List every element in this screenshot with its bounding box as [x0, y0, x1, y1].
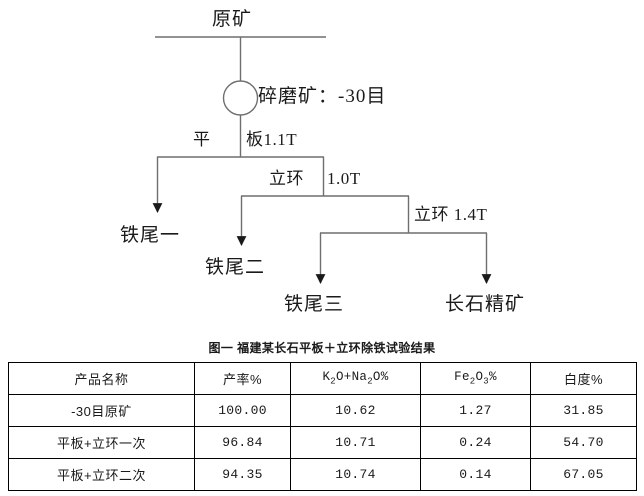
cell-fe2o3: 0.14 — [420, 458, 531, 491]
formula-k-sub: 2 — [330, 376, 336, 387]
node-label-concentrate: 长石精矿 — [445, 294, 526, 315]
formula-o-sub: 3 — [483, 376, 489, 387]
figure-caption: 图一 福建某长石平板＋立环除铁试验结果 — [208, 341, 436, 355]
formula-k: K — [322, 370, 331, 385]
edge-label-ring10-left: 立环 — [269, 169, 304, 188]
cell-fe2o3: 0.24 — [420, 426, 531, 459]
node-label-grinding: 碎磨矿：-30目 — [258, 86, 387, 107]
edge-label-plate-left: 平 — [193, 130, 211, 149]
formula-fe: Fe — [454, 370, 470, 385]
cell-yield: 100.00 — [194, 394, 291, 427]
flowchart-lines — [152, 36, 492, 284]
cell-whiteness: 54.70 — [530, 426, 637, 459]
column-header-product-name: 产品名称 — [8, 362, 195, 395]
node-label-feed: 原矿 — [212, 9, 253, 30]
cell-k2o-na2o: 10.71 — [290, 426, 421, 459]
formula-fe-o: O — [475, 370, 484, 385]
cell-k2o-na2o: 10.62 — [290, 394, 421, 427]
table-row: 平板+立环一次 96.84 10.71 0.24 54.70 — [8, 426, 637, 459]
table-row: 平板+立环二次 94.35 10.74 0.14 67.05 — [8, 458, 637, 491]
node-label-tailing2: 铁尾二 — [205, 257, 266, 278]
cell-fe2o3: 1.27 — [420, 394, 531, 427]
formula-na-sub: 2 — [367, 376, 373, 387]
formula-o-pct: O% — [372, 370, 389, 385]
cell-product-name: 平板+立环二次 — [8, 458, 195, 491]
cell-whiteness: 31.85 — [530, 394, 637, 427]
formula-fe-pct: % — [489, 370, 497, 385]
process-flowchart: 原矿 碎磨矿：-30目 平 板1.1T 立环 1.0T 立环 1.4T 铁尾一 … — [120, 9, 526, 315]
cell-product-name: 平板+立环一次 — [8, 426, 195, 459]
cell-whiteness: 67.05 — [530, 458, 637, 491]
table-row: -30目原矿 100.00 10.62 1.27 31.85 — [8, 394, 637, 427]
cell-yield: 94.35 — [194, 458, 291, 491]
edge-label-ring14: 立环 1.4T — [414, 205, 488, 224]
edge-label-ring10-right: 1.0T — [327, 169, 361, 188]
table-header-row: 产品名称 产率% K2O+Na2O% Fe2O3% 白度% — [8, 362, 637, 395]
formula-o-na: O+Na — [335, 370, 368, 385]
node-label-tailing3: 铁尾三 — [284, 294, 345, 315]
column-header-k2o-na2o: K2O+Na2O% — [290, 362, 421, 395]
formula-fe-sub: 2 — [469, 376, 476, 387]
column-header-yield: 产率% — [194, 362, 291, 395]
test-result-table: 产品名称 产率% K2O+Na2O% Fe2O3% 白度% -30目原矿 100… — [8, 362, 637, 491]
column-header-whiteness: 白度% — [530, 362, 637, 395]
cell-yield: 96.84 — [194, 426, 291, 459]
grinding-node-circle — [222, 80, 259, 116]
edge-label-plate-right: 板1.1T — [246, 130, 298, 149]
column-header-fe2o3: Fe2O3% — [420, 362, 531, 395]
cell-product-name: -30目原矿 — [8, 394, 195, 427]
node-label-tailing1: 铁尾一 — [120, 225, 181, 246]
cell-k2o-na2o: 10.74 — [290, 458, 421, 491]
